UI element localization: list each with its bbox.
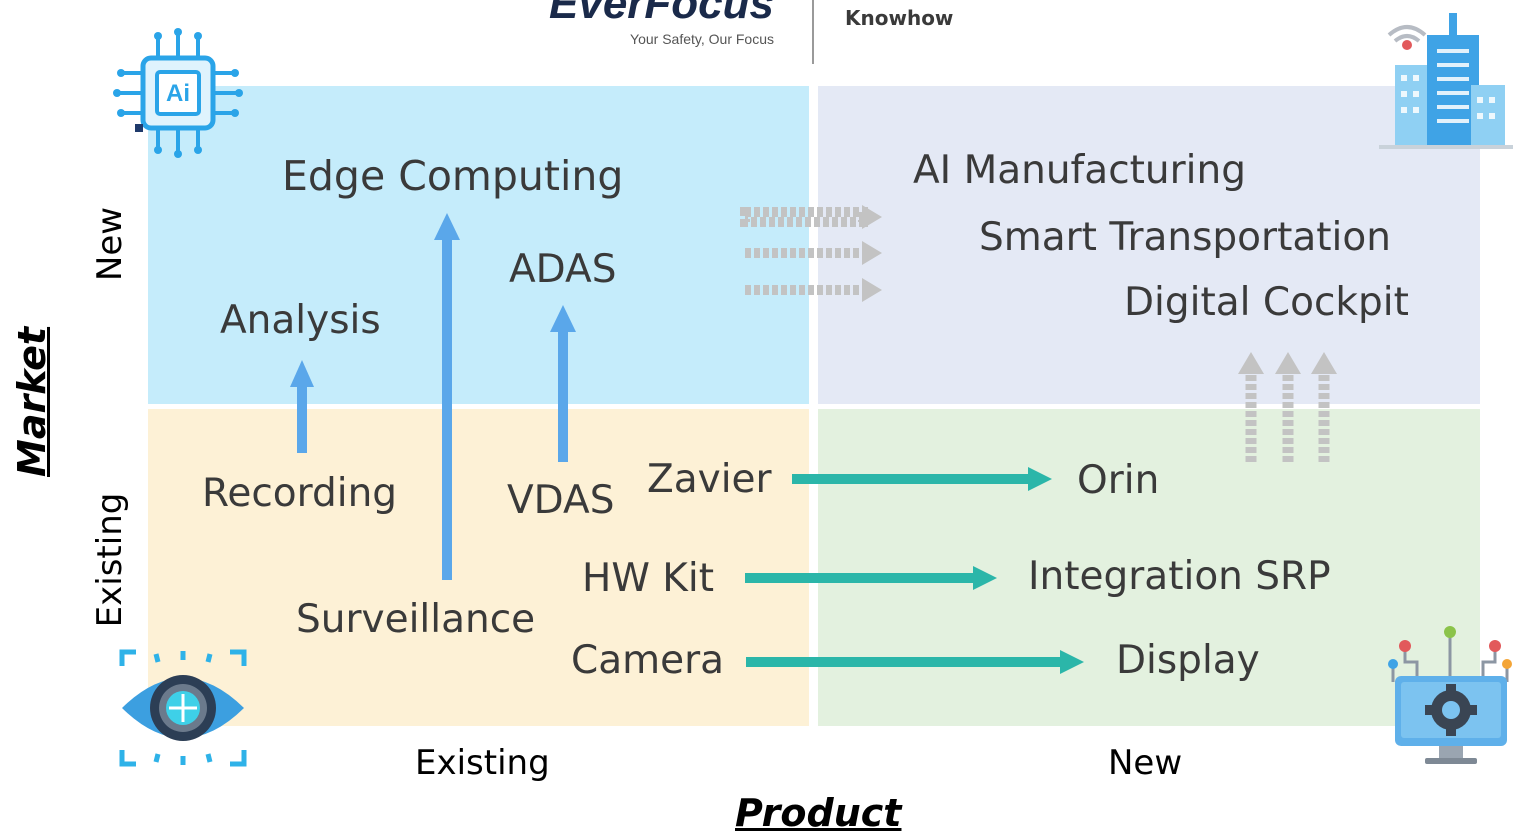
node-smart-transportation: Smart Transportation (979, 215, 1391, 260)
node-camera: Camera (571, 638, 725, 683)
header-divider (812, 0, 814, 64)
everfocus-logo: EverFocus Your Safety, Our Focus (505, 0, 780, 52)
quadrant-new-market-new-product (818, 86, 1480, 404)
arrow-recording-to-analysis (290, 360, 314, 453)
node-orin: Orin (1077, 458, 1160, 503)
node-zavier: Zavier (647, 457, 772, 502)
dashed-arrow-vertical-3 (1311, 352, 1337, 462)
ai-chip-icon: Ai (113, 28, 243, 158)
quadrant-new-market-existing-product (148, 86, 809, 404)
arrow-zavier-to-orin (792, 467, 1052, 491)
node-ai-manufacturing: AI Manufacturing (913, 148, 1246, 193)
svg-text:Ai: Ai (166, 80, 190, 107)
logo-text: EverFocus (549, 0, 774, 28)
logo-tagline: Your Safety, Our Focus (630, 31, 774, 47)
node-integration-srp: Integration SRP (1028, 554, 1331, 599)
arrow-surveillance-to-edge-computing (434, 213, 460, 580)
node-digital-cockpit: Digital Cockpit (1124, 280, 1409, 325)
x-axis-new-label: New (1108, 743, 1183, 783)
node-hw-kit: HW Kit (582, 556, 714, 601)
dashed-arrow-horizontal-3 (745, 278, 882, 302)
node-vdas: VDAS (507, 478, 615, 523)
y-axis-title: Market (10, 326, 54, 477)
arrow-vdas-to-adas (550, 305, 576, 462)
node-edge-computing: Edge Computing (282, 152, 624, 200)
arrow-camera-to-display (746, 650, 1084, 674)
y-axis-new-label: New (90, 206, 130, 282)
eye-scan-icon (119, 649, 247, 767)
smart-building-icon (1379, 13, 1513, 149)
y-axis-existing-label: Existing (90, 492, 130, 628)
x-axis-existing-label: Existing (415, 743, 550, 783)
node-recording: Recording (202, 471, 398, 516)
dashed-arrow-vertical-1 (1238, 352, 1264, 462)
node-adas: ADAS (509, 247, 617, 292)
dashed-arrow-horizontal-2 (745, 241, 882, 265)
quadrant-existing-market-existing-product (148, 409, 809, 726)
node-display: Display (1116, 638, 1260, 683)
node-surveillance: Surveillance (296, 597, 536, 642)
monitor-gear-icon (1388, 626, 1512, 764)
arrow-hw-kit-to-integration-srp (745, 566, 997, 590)
dashed-arrow-horizontal-1 (740, 205, 882, 229)
quadrant-existing-market-new-product (818, 409, 1480, 726)
x-axis-title: Product (735, 791, 902, 835)
header-right-text: Knowhow (845, 6, 954, 30)
dashed-arrow-vertical-2 (1275, 352, 1301, 462)
node-analysis: Analysis (220, 298, 381, 343)
